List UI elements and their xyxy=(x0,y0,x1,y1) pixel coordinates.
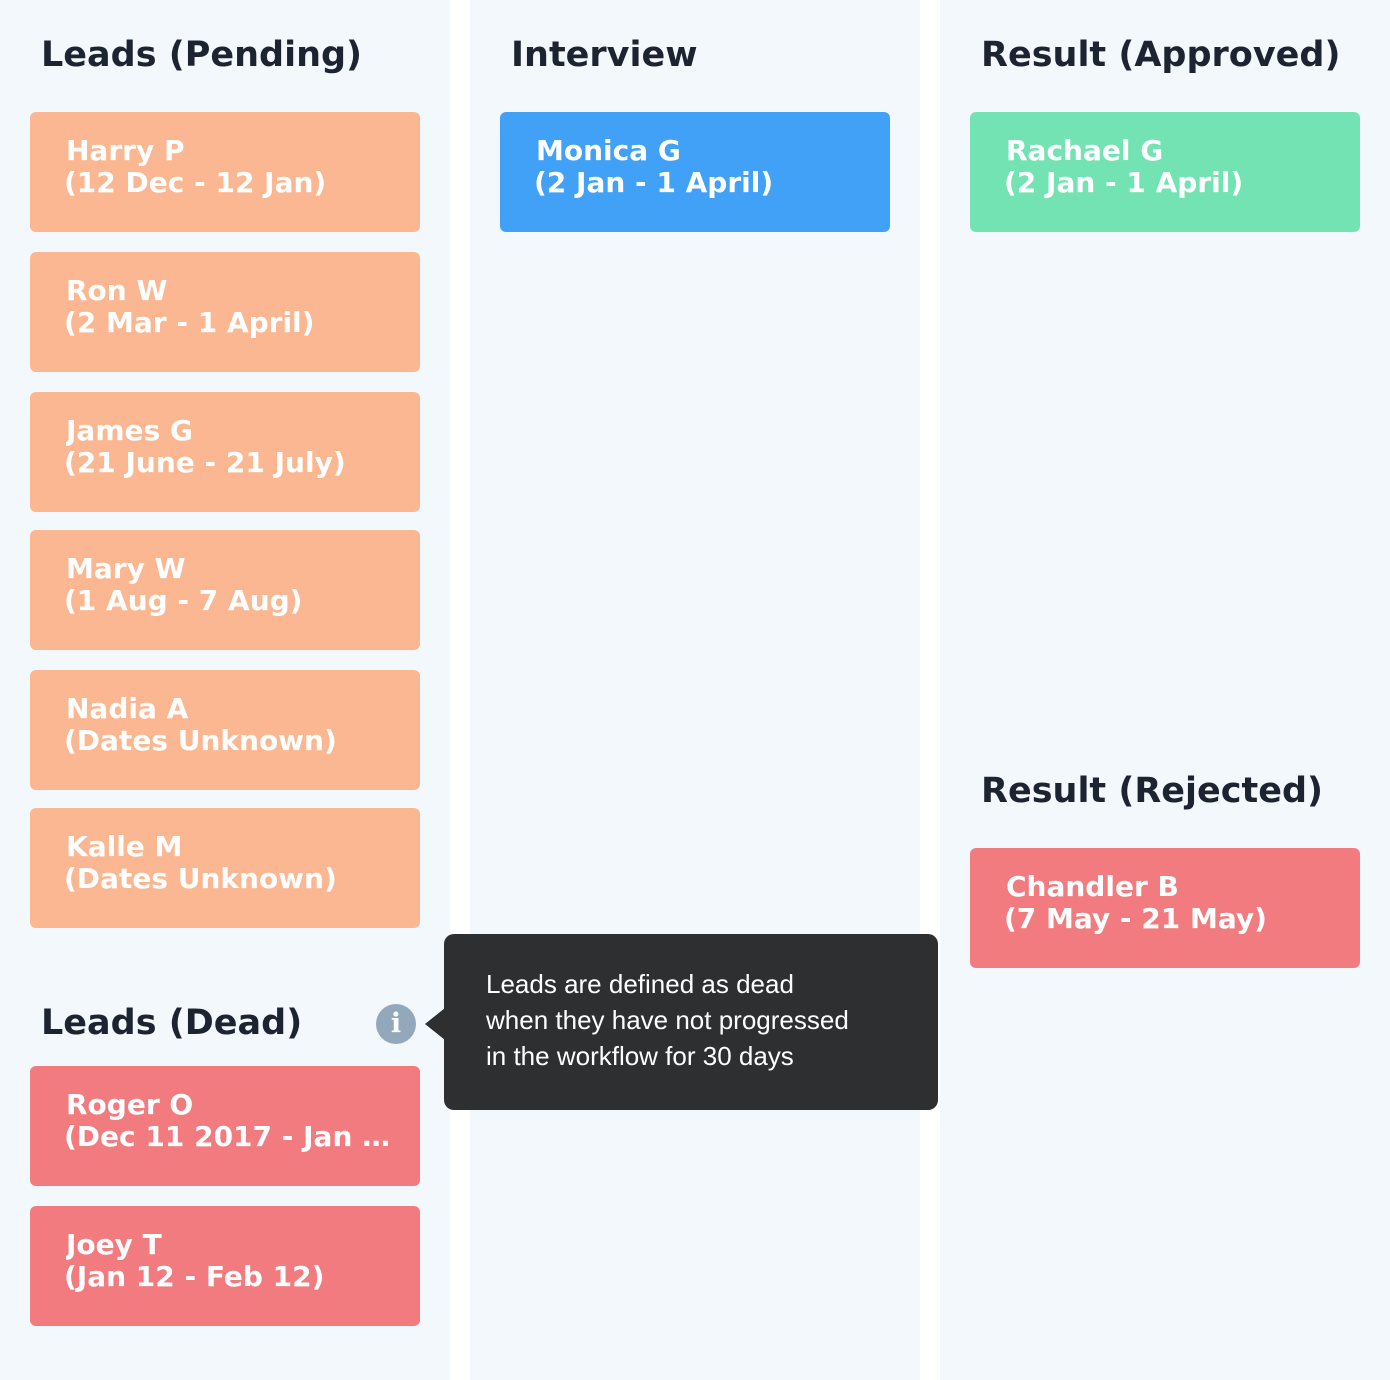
card-name: Roger O xyxy=(66,1089,194,1121)
tooltip-line: when they have not progressed xyxy=(486,1005,849,1035)
card-dates: (Dec 11 2017 - Jan 1... xyxy=(64,1121,394,1153)
lead-card-mary-w[interactable]: Mary W (1 Aug - 7 Aug) xyxy=(30,530,420,650)
card-dates: (7 May - 21 May) xyxy=(1004,903,1267,935)
card-name: Mary W xyxy=(66,553,186,585)
tooltip-line: in the workflow for 30 days xyxy=(486,1041,794,1071)
result-rejected-heading: Result (Rejected) xyxy=(981,771,1324,811)
card-dates: (2 Jan - 1 April) xyxy=(534,167,774,199)
card-name: Joey T xyxy=(66,1229,162,1261)
result-card-chandler-b[interactable]: Chandler B (7 May - 21 May) xyxy=(970,848,1360,968)
card-dates: (2 Mar - 1 April) xyxy=(64,307,315,339)
dead-leads-tooltip: Leads are defined as dead when they have… xyxy=(444,934,938,1110)
card-name: Chandler B xyxy=(1006,871,1179,903)
card-dates: (12 Dec - 12 Jan) xyxy=(64,167,327,199)
leads-pending-heading: Leads (Pending) xyxy=(41,35,363,75)
info-icon[interactable]: i xyxy=(376,1004,416,1044)
lead-card-harry-p[interactable]: Harry P (12 Dec - 12 Jan) xyxy=(30,112,420,232)
card-name: Rachael G xyxy=(1006,135,1164,167)
card-name: Harry P xyxy=(66,135,185,167)
leads-dead-heading: Leads (Dead) xyxy=(41,1003,303,1043)
tooltip-arrow xyxy=(425,1008,445,1040)
interview-card-monica-g[interactable]: Monica G (2 Jan - 1 April) xyxy=(500,112,890,232)
card-name: Monica G xyxy=(536,135,681,167)
result-card-rachael-g[interactable]: Rachael G (2 Jan - 1 April) xyxy=(970,112,1360,232)
card-dates: (Dates Unknown) xyxy=(64,863,337,895)
card-dates: (2 Jan - 1 April) xyxy=(1004,167,1244,199)
lead-card-ron-w[interactable]: Ron W (2 Mar - 1 April) xyxy=(30,252,420,372)
card-name: Kalle M xyxy=(66,831,183,863)
card-dates: (1 Aug - 7 Aug) xyxy=(64,585,303,617)
interview-heading: Interview xyxy=(511,35,698,75)
lead-card-james-g[interactable]: James G (21 June - 21 July) xyxy=(30,392,420,512)
card-dates: (Jan 12 - Feb 12) xyxy=(64,1261,325,1293)
card-dates: (21 June - 21 July) xyxy=(64,447,346,479)
result-approved-heading: Result (Approved) xyxy=(981,35,1341,75)
lead-card-nadia-a[interactable]: Nadia A (Dates Unknown) xyxy=(30,670,420,790)
lead-card-kalle-m[interactable]: Kalle M (Dates Unknown) xyxy=(30,808,420,928)
card-dates: (Dates Unknown) xyxy=(64,725,337,757)
card-name: Ron W xyxy=(66,275,168,307)
card-name: Nadia A xyxy=(66,693,189,725)
card-name: James G xyxy=(66,415,193,447)
tooltip-line: Leads are defined as dead xyxy=(486,969,794,999)
lead-card-roger-o[interactable]: Roger O (Dec 11 2017 - Jan 1... xyxy=(30,1066,420,1186)
lead-card-joey-t[interactable]: Joey T (Jan 12 - Feb 12) xyxy=(30,1206,420,1326)
